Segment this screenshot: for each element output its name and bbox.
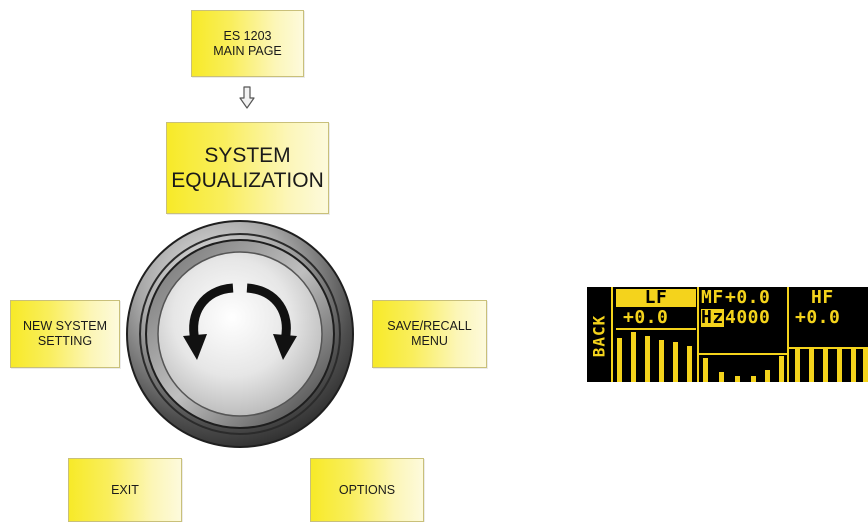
lcd-divider [611,287,613,382]
lcd-display: BACK LF +0.0 MF +0.0 Hz 4000 HF +0.0 [587,287,868,382]
new-system-setting-line-2: SETTING [37,334,93,348]
system-equalization-box: SYSTEM EQUALIZATION [166,122,329,214]
options-box[interactable]: OPTIONS [310,458,424,522]
main-page-line-2: MAIN PAGE [213,43,282,58]
options-label: OPTIONS [338,482,396,497]
save-recall-line-1: SAVE/RECALL [387,319,472,333]
rotary-knob-icon[interactable] [125,218,355,450]
lcd-hf-center-line [789,347,868,349]
lcd-mf-bars [699,355,787,382]
lcd-hz-label: Hz [701,307,724,328]
down-arrow-icon [239,86,255,109]
rotate-left-arrow-icon [183,283,234,360]
lcd-back-label[interactable]: BACK [588,293,610,379]
system-equalization-line-2: EQUALIZATION [171,169,324,192]
new-system-setting-box[interactable]: NEW SYSTEM SETTING [10,300,120,368]
lcd-lf-underline [616,328,696,330]
exit-box[interactable]: EXIT [68,458,182,522]
main-page-box[interactable]: ES 1203 MAIN PAGE [191,10,304,77]
lcd-mf-frequency: 4000 [725,307,771,328]
lcd-lf-value: +0.0 [623,307,669,328]
save-recall-menu-box[interactable]: SAVE/RECALL MENU [372,300,487,368]
lcd-hf-value: +0.0 [795,307,841,328]
lcd-mf-value: +0.0 [725,287,771,308]
lcd-mf-label: MF [701,287,724,308]
lcd-mf-center-line [699,353,787,355]
new-system-setting-line-1: NEW SYSTEM [22,319,108,333]
save-recall-line-2: MENU [411,334,448,348]
lcd-hf-label: HF [811,287,834,308]
lcd-divider-mf-hf [787,287,789,382]
main-page-line-1: ES 1203 [223,28,272,43]
lcd-lf-bars [613,331,697,382]
system-equalization-line-1: SYSTEM [204,143,291,167]
rotate-right-arrow-icon [246,283,297,360]
lcd-hf-bars [789,349,868,382]
lcd-back-text: BACK [589,314,609,358]
lcd-lf-label: LF [616,289,696,307]
exit-label: EXIT [111,482,139,497]
lcd-divider-lf-mf [697,287,699,382]
